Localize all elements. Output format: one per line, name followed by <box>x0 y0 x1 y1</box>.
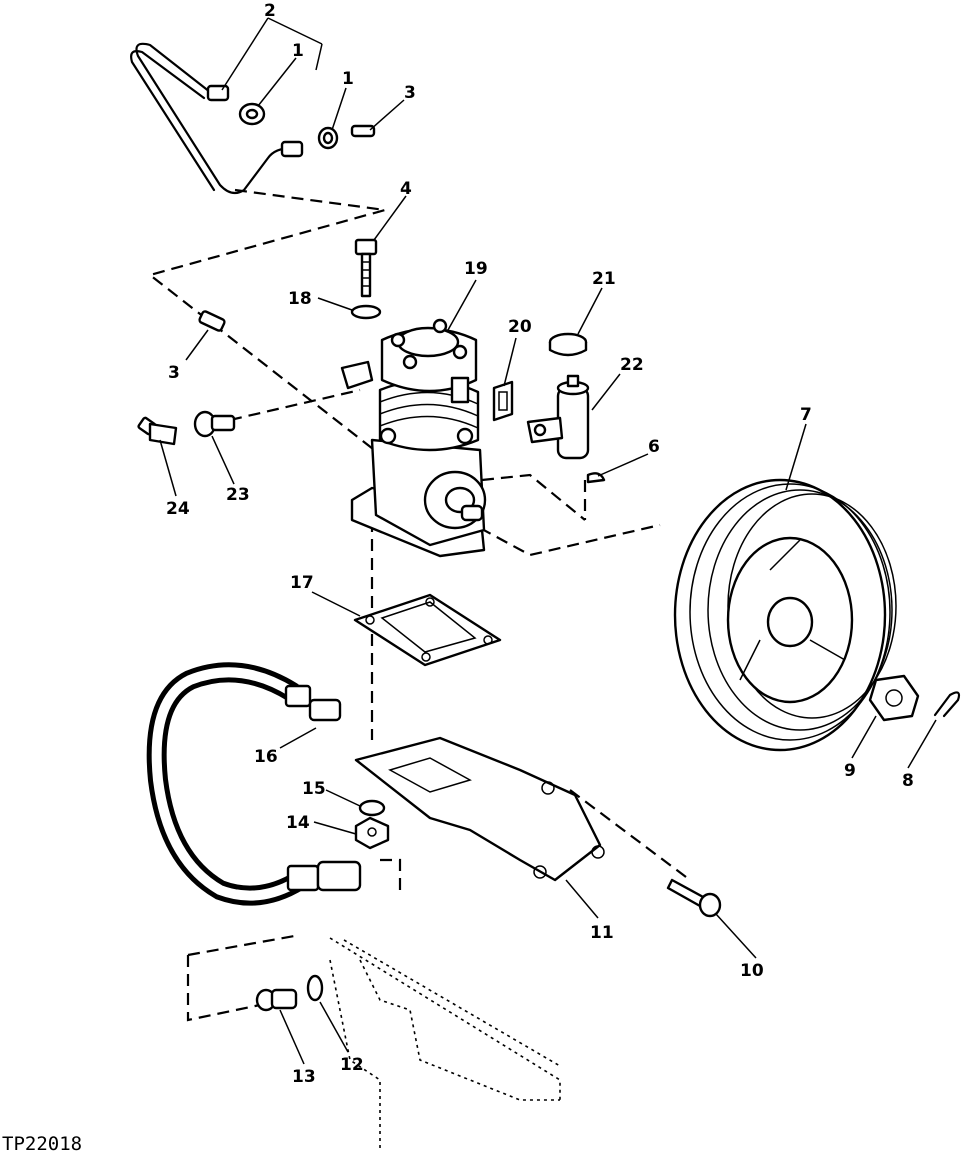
callout-11: 11 <box>590 923 614 943</box>
callout-18: 18 <box>288 289 312 309</box>
callout-15: 15 <box>302 779 326 799</box>
assembly-guide-lines <box>147 188 691 1022</box>
lock-washer <box>358 799 386 817</box>
leader-lines <box>159 17 937 1065</box>
air-compressor <box>340 318 487 558</box>
sleeve-fittings <box>198 102 376 332</box>
callout-8: 8 <box>902 771 914 791</box>
callout-22: 22 <box>620 355 644 375</box>
governor <box>526 374 590 460</box>
callout-13: 13 <box>292 1067 316 1087</box>
callout-10: 10 <box>740 961 764 981</box>
callout-9: 9 <box>844 761 856 781</box>
callout-7: 7 <box>800 405 812 425</box>
callout-19: 19 <box>464 259 488 279</box>
callout-2: 2 <box>264 1 276 21</box>
callout-17: 17 <box>290 573 314 593</box>
governor-gasket <box>492 380 514 422</box>
callout-3: 3 <box>168 363 180 383</box>
castle-nut <box>868 674 920 722</box>
mounting-gasket <box>353 593 502 667</box>
bracket-bolt <box>666 878 722 918</box>
callout-3: 3 <box>404 83 416 103</box>
callout-labels: 2 1 1 3 4 19 21 18 20 22 3 7 6 24 23 17 … <box>166 1 914 1087</box>
flat-washer <box>350 304 382 320</box>
frame-outline <box>329 937 561 1150</box>
o-ring <box>306 974 324 1002</box>
callout-4: 4 <box>400 179 412 199</box>
adapter-fitting <box>193 410 236 438</box>
callout-23: 23 <box>226 485 250 505</box>
mounting-bracket <box>354 736 605 882</box>
callout-1: 1 <box>342 69 354 89</box>
air-hose <box>146 662 362 906</box>
callout-6: 6 <box>648 437 660 457</box>
drive-pulley <box>673 478 897 752</box>
callout-1: 1 <box>292 41 304 61</box>
elbow-fitting <box>137 416 178 446</box>
cap-screw <box>354 238 378 298</box>
callout-21: 21 <box>592 269 616 289</box>
callout-20: 20 <box>508 317 532 337</box>
air-tube-line <box>130 42 304 195</box>
hex-nut <box>354 816 390 850</box>
callout-24: 24 <box>166 499 190 519</box>
cotter-pin <box>933 691 961 718</box>
governor-cap <box>548 332 588 357</box>
callout-14: 14 <box>286 813 310 833</box>
callout-12: 12 <box>340 1055 364 1075</box>
callout-16: 16 <box>254 747 278 767</box>
connector-fitting <box>255 988 298 1012</box>
figure-id: TP22018 <box>2 1133 82 1155</box>
